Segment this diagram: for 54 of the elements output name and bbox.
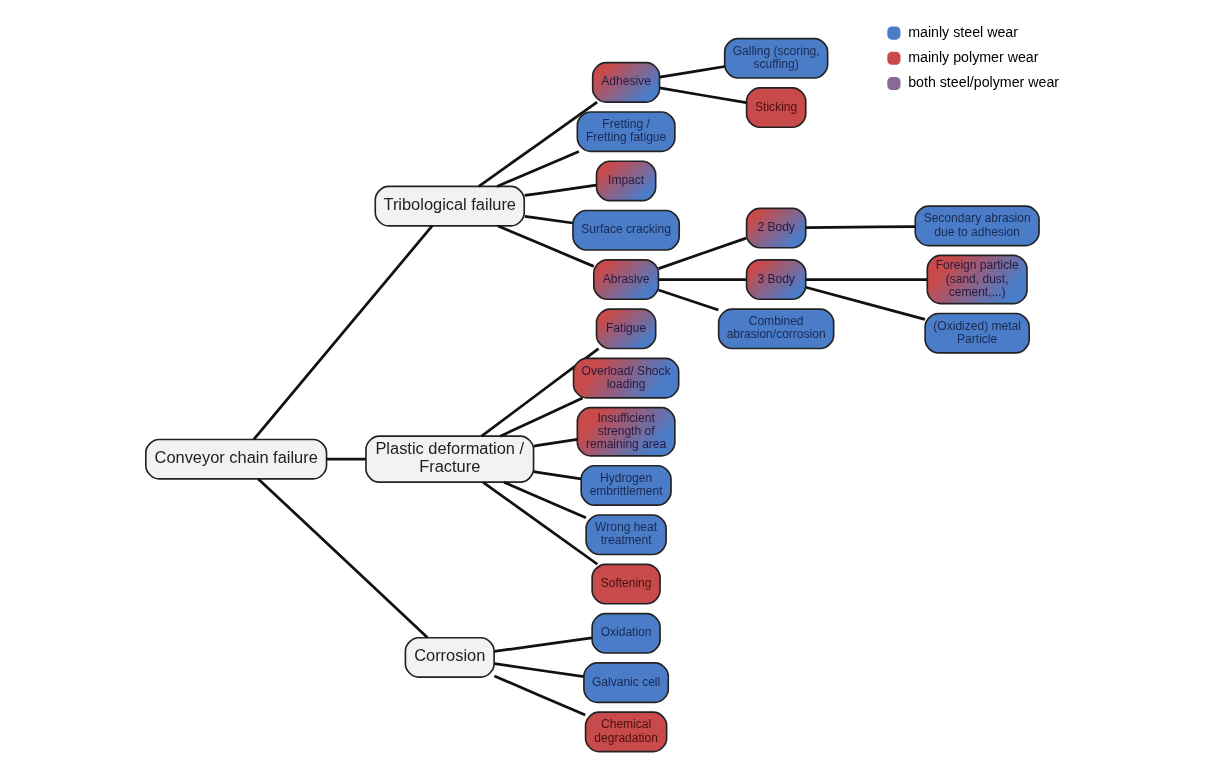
node-box: Tribological failure bbox=[374, 185, 526, 227]
node-box: Corrosion bbox=[404, 636, 495, 678]
connector bbox=[496, 149, 580, 188]
node-box: (Oxidized) metal Particle bbox=[924, 312, 1030, 354]
legend-label: mainly steel wear bbox=[908, 23, 1018, 40]
node-box: Hydrogen embrittlement bbox=[580, 464, 672, 506]
connector bbox=[326, 457, 366, 461]
node-box: Adhesive bbox=[591, 61, 661, 103]
node-box: Chemical degradation bbox=[584, 710, 668, 752]
connector bbox=[658, 288, 719, 311]
node-box: Impact bbox=[595, 159, 657, 201]
node-box: Softening bbox=[591, 563, 661, 605]
connector bbox=[494, 661, 585, 678]
connector bbox=[482, 480, 599, 565]
node-box: Combined abrasion/corrosion bbox=[717, 307, 835, 349]
connector bbox=[533, 437, 578, 447]
connector bbox=[257, 477, 429, 638]
connector bbox=[805, 277, 928, 281]
connector bbox=[494, 636, 593, 653]
node-box: Plastic deformation / Fracture bbox=[365, 434, 535, 483]
connector bbox=[533, 469, 582, 480]
connector bbox=[658, 236, 747, 270]
connector bbox=[252, 224, 434, 440]
connector bbox=[659, 64, 725, 78]
node-box: Wrong heat treatment bbox=[585, 513, 667, 555]
node-box: Surface cracking bbox=[572, 209, 681, 251]
node-box: Conveyor chain failure bbox=[145, 438, 328, 480]
node-box: Insufficient strength of remaining area bbox=[576, 406, 676, 457]
node-box: Abrasive bbox=[592, 258, 660, 300]
node-box: Fatigue bbox=[595, 307, 657, 349]
connector bbox=[659, 86, 747, 104]
node-box: Secondary abrasion due to adhesion bbox=[914, 204, 1040, 246]
legend-label: both steel/polymer wear bbox=[908, 73, 1060, 90]
node-box: Oxidation bbox=[591, 612, 661, 654]
connector bbox=[478, 100, 598, 187]
connector bbox=[499, 396, 584, 437]
connector bbox=[658, 277, 747, 281]
connector bbox=[497, 224, 595, 268]
connector bbox=[805, 224, 916, 229]
node-box: Sticking bbox=[745, 86, 807, 128]
node-box: Galling (scoring, scuffing) bbox=[723, 37, 829, 79]
legend-label: mainly polymer wear bbox=[908, 48, 1039, 65]
node-box: Foreign particle (sand, dust, cement,...) bbox=[926, 254, 1028, 304]
connector bbox=[524, 214, 573, 224]
connector bbox=[503, 480, 587, 519]
connector bbox=[480, 347, 600, 437]
connector bbox=[805, 285, 926, 321]
node-box: Galvanic cell bbox=[583, 661, 670, 703]
node-box: Overload/ Shock loading bbox=[572, 357, 680, 399]
connector bbox=[524, 183, 597, 197]
node-box: 2 Body bbox=[745, 207, 807, 249]
node-box: 3 Body bbox=[745, 258, 807, 300]
connector bbox=[493, 674, 586, 716]
node-box: Fretting / Fretting fatigue bbox=[576, 110, 676, 152]
